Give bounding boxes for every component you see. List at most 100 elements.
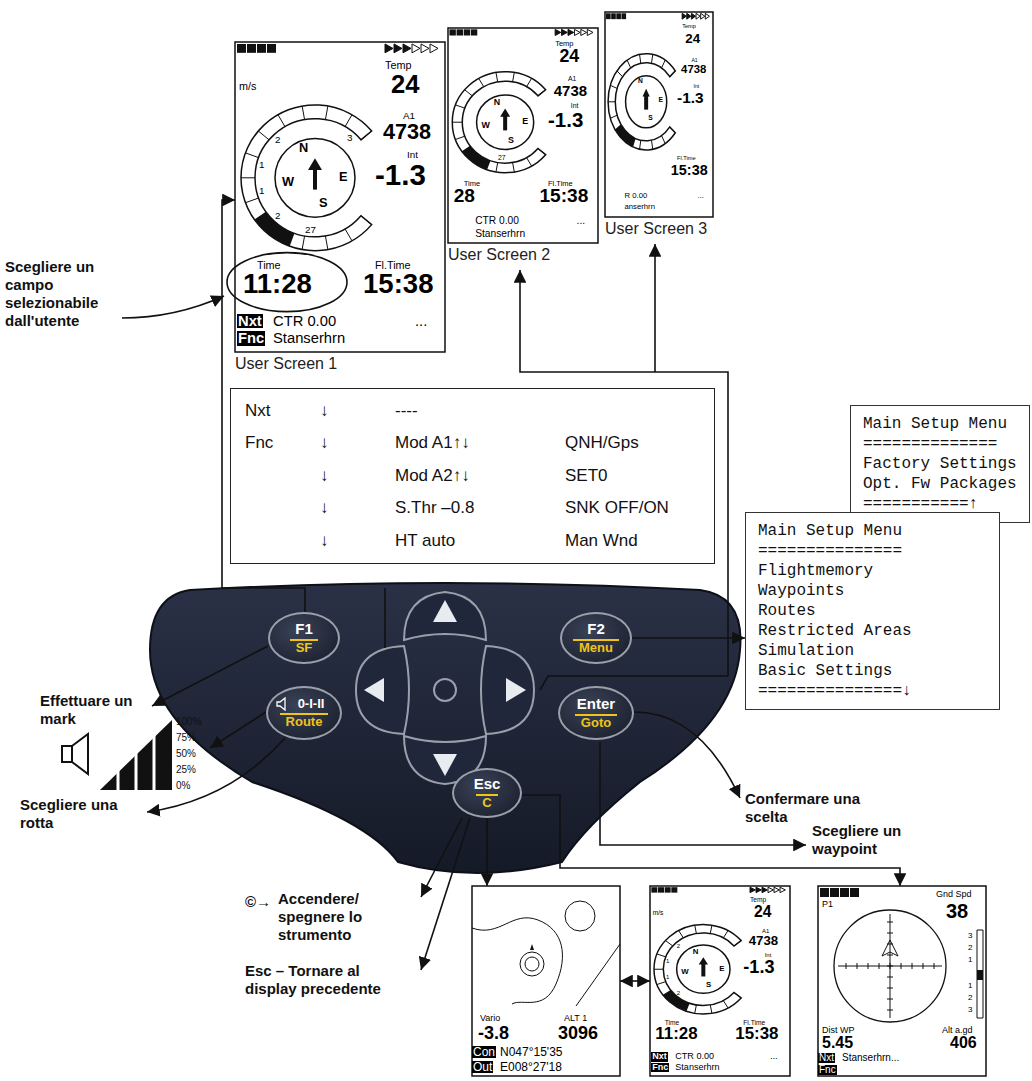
menu-line: Waypoints — [758, 581, 987, 601]
keypad-button: F1SF — [268, 612, 340, 664]
screen-readout: Dist WP — [822, 1026, 855, 1035]
selection-ring — [227, 253, 347, 312]
screen-readout: A1 — [568, 76, 576, 83]
function-cell: S.Thr –0.8 — [395, 498, 565, 518]
screen-readout: Fnc — [818, 1065, 837, 1075]
screen-readout: Stanserhrn... — [842, 1053, 899, 1063]
screen-readout: Nxt — [818, 1053, 835, 1063]
volume-level: 100% — [176, 716, 202, 728]
screen-readout: Fnc — [651, 1063, 669, 1072]
screen-readout: CTR 0.00 — [273, 314, 336, 329]
volume-level: 25% — [176, 764, 196, 776]
screen-readout: W — [482, 121, 490, 130]
function-cell: SET0 — [565, 466, 700, 486]
screen-readout: 27 — [305, 225, 316, 235]
screen-readout: m/s — [653, 910, 664, 917]
keypad-button: 0-I-IIRoute — [266, 686, 342, 740]
menu-line: Factory Settings — [863, 454, 1017, 474]
screen-readout: 11:28 — [655, 1026, 697, 1043]
screen-readout: N — [494, 98, 500, 107]
screen-caption: User Screen 3 — [605, 221, 707, 237]
function-cell: QNH/Gps — [565, 433, 700, 453]
screen-readout: 27 — [498, 155, 506, 162]
screen-readout: m/s — [239, 81, 256, 92]
menu-line: ===============↓ — [758, 681, 987, 701]
menu-line: Restricted Areas — [758, 621, 987, 641]
screen-readout: S — [648, 115, 652, 122]
screen-readout: Temp — [750, 897, 766, 904]
screen-readout: Temp — [385, 60, 411, 71]
screen-readout: ... — [415, 314, 427, 329]
function-table: Nxt↓----Fnc↓Mod A1↑↓QNH/Gps↓Mod A2↑↓SET0… — [230, 388, 715, 564]
screen-caption: User Screen 2 — [448, 247, 550, 263]
screen-readout: 24 — [559, 48, 579, 66]
screen-readout: Nxt — [651, 1052, 668, 1061]
key-legend: 0-I-II — [284, 697, 325, 711]
screen-readout: Nxt — [237, 314, 263, 329]
screen-readout: Gnd Spd — [936, 890, 972, 899]
screen-readout: Fl.Time — [677, 156, 696, 162]
screen-readout: ALT 1 — [564, 1014, 587, 1023]
lcd-screen: Temp24m/s2112327NEWSA14738Int-1.3Time11:… — [235, 42, 445, 376]
function-cell: ↓ — [320, 401, 395, 421]
screen-readout: Stanserhrn — [675, 1063, 719, 1072]
lcd-screen: Temp2427NEWSA14738Int-1.3Time28Fl.Time15… — [448, 28, 598, 267]
screen-readout: E — [339, 171, 348, 184]
menu-window: Main Setup Menu===============Flightmemo… — [745, 512, 1000, 710]
screen-readout: 15:38 — [363, 270, 433, 298]
screen-readout: E008°27'18 — [500, 1061, 562, 1073]
screen-readout: 3 — [347, 133, 352, 143]
screen-readout: 4738 — [681, 64, 706, 75]
screen-readout: 2 — [677, 943, 680, 949]
key-legend: F2 — [587, 621, 605, 638]
screen-readout: 3096 — [558, 1024, 598, 1042]
keypad-housing — [150, 583, 741, 873]
function-cell: ---- — [395, 401, 565, 421]
callout-text: Effettuare un mark — [40, 692, 140, 728]
screen-readout: 3 — [968, 932, 972, 940]
screen-readout: -3.8 — [478, 1024, 509, 1042]
lcd-screen: Temp24m/s2112NEWSA14738Int-1.3TimeFl.Tim… — [650, 886, 790, 1076]
function-cell: Mod A2↑↓ — [395, 466, 565, 486]
screen-readout: Alt a.gd — [942, 1026, 973, 1035]
screen-readout: 1 — [666, 958, 669, 964]
screen-readout: 11:28 — [243, 270, 312, 298]
screen-readout: CTR 0.00 — [475, 216, 519, 226]
screen-readout: E — [522, 117, 528, 126]
screen-readout: 4738 — [749, 934, 778, 947]
screen-readout: -1.3 — [548, 110, 583, 130]
screen-readout: -1.3 — [743, 958, 774, 976]
menu-line: ===========↑ — [863, 494, 1017, 514]
screen-readout: -1.3 — [375, 160, 426, 190]
screen-readout: ... — [770, 1052, 778, 1061]
menu-line: Main Setup Menu — [758, 521, 987, 541]
leader-lines — [122, 244, 806, 970]
function-cell: SNK OFF/ON — [565, 498, 700, 518]
screen-readout: anserhrn — [625, 203, 655, 211]
callout-text: Scegliere un waypoint — [812, 822, 922, 858]
screen-readout: Temp — [682, 24, 696, 30]
screen-readout: Temp — [555, 40, 573, 48]
screen-readout: CTR 0.00 — [675, 1052, 714, 1061]
menu-line: Simulation — [758, 641, 987, 661]
screen-readout: 3 — [968, 1006, 972, 1014]
volume-level: 50% — [176, 748, 196, 760]
function-cell: Man Wnd — [565, 531, 700, 551]
key-legend: Goto — [575, 714, 617, 730]
callout-text: Esc – Tornare al display precedente — [245, 962, 405, 998]
key-legend: C — [476, 794, 497, 810]
screen-readout: Con — [472, 1046, 496, 1058]
screen-readout: 1 — [968, 956, 972, 964]
connector-arrow — [620, 980, 650, 982]
screen-readout: E — [658, 97, 662, 104]
screen-readout: 28 — [454, 186, 475, 205]
screen-readout: 406 — [950, 1035, 977, 1051]
screen-readout: 5.45 — [822, 1035, 853, 1051]
screen-readout: Stanserhrn — [273, 331, 345, 346]
callout-text: Scegliere un campo selezionabile dall'ut… — [5, 258, 123, 330]
function-cell: ↓ — [320, 466, 395, 486]
connector-arrow — [632, 637, 745, 639]
screen-readout: 4738 — [554, 83, 587, 98]
screen-readout: 15:38 — [735, 1026, 778, 1043]
screen-readout: S — [508, 136, 514, 145]
